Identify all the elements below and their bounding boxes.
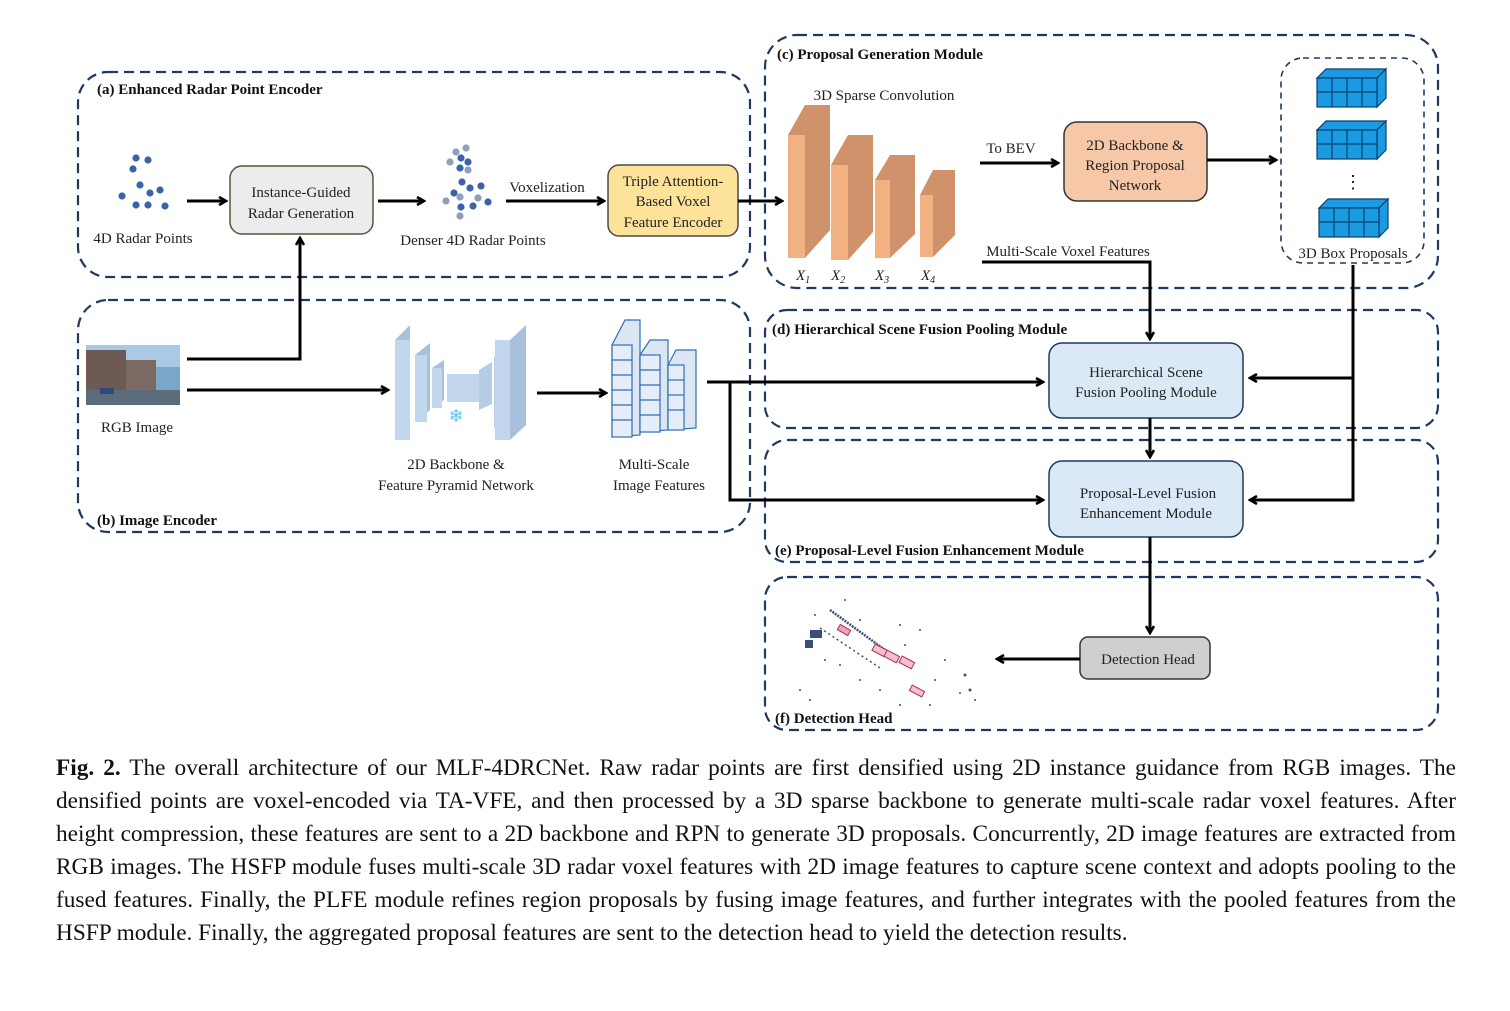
radar-points-icon	[118, 154, 169, 210]
section-d-container	[763, 308, 1440, 430]
architecture-diagram: (a) Enhanced Radar Point Encoder (b) Ima…	[76, 33, 1440, 732]
section-c-container	[763, 33, 1440, 290]
box-proposal-cubes	[1315, 67, 1390, 239]
detection-results-pointcloud	[799, 599, 976, 706]
backbone-label-2: Feature Pyramid Network	[378, 478, 534, 494]
box-proposals-container	[1280, 57, 1425, 264]
msvf-label: Multi-Scale Voxel Features	[986, 244, 1150, 260]
hsfp-label-2: Fusion Pooling Module	[1075, 385, 1217, 401]
voxelization-label: Voxelization	[509, 180, 585, 196]
image-features-label-1: Multi-Scale	[619, 457, 690, 473]
caption-text: The overall architecture of our MLF-4DRC…	[56, 755, 1456, 946]
section-d-title: (d) Hierarchical Scene Fusion Pooling Mo…	[772, 322, 1067, 338]
image-features-label-2: Image Features	[613, 478, 705, 494]
hsfp-box	[1048, 342, 1244, 419]
arrow-features-to-plfe	[728, 382, 1043, 500]
rpn-label-1: 2D Backbone &	[1086, 138, 1184, 154]
arrow-proposals-to-plfe	[1250, 378, 1355, 500]
rgb-image-label: RGB Image	[101, 420, 173, 436]
arrow-msvf-to-hsfp	[982, 260, 1150, 339]
sparse-conv-label: 3D Sparse Convolution	[814, 88, 955, 104]
multiscale-image-features-icon	[611, 319, 697, 438]
x4-label: X4	[920, 268, 935, 286]
section-f-container	[763, 575, 1440, 732]
arrow-proposals-to-hsfp	[1250, 265, 1355, 378]
to-bev-label: To BEV	[986, 141, 1036, 157]
tavfe-label-1: Triple Attention-	[623, 174, 724, 190]
x1-label: X1	[795, 268, 810, 286]
section-b-container	[76, 298, 752, 534]
x2-label: X2	[830, 268, 845, 286]
snowflake-frozen-icon: ❄	[448, 406, 463, 426]
igrg-label-2: Radar Generation	[248, 206, 355, 222]
figure-number: Fig. 2.	[56, 755, 121, 781]
detection-head-label: Detection Head	[1101, 652, 1195, 668]
section-a-title: (a) Enhanced Radar Point Encoder	[97, 82, 323, 98]
fpn-backbone-icon: ❄	[395, 325, 526, 440]
connector-rgb-to-igrg	[187, 238, 300, 361]
plfe-label-1: Proposal-Level Fusion	[1080, 486, 1217, 502]
section-a-container	[76, 70, 752, 279]
section-e-title: (e) Proposal-Level Fusion Enhancement Mo…	[775, 543, 1084, 559]
plfe-label-2: Enhancement Module	[1080, 506, 1212, 522]
sparse-conv-blocks	[788, 105, 955, 260]
hsfp-label-1: Hierarchical Scene	[1089, 365, 1203, 381]
rpn-label-3: Network	[1109, 178, 1162, 194]
rpn-label-2: Region Proposal	[1085, 158, 1185, 174]
radar-points-label: 4D Radar Points	[93, 231, 192, 247]
tavfe-label-3: Feature Encoder	[624, 215, 723, 231]
box-proposals-label: 3D Box Proposals	[1298, 246, 1407, 262]
proposals-ellipsis: ⋮	[1344, 172, 1362, 192]
plfe-box	[1048, 460, 1244, 538]
rgb-image-thumbnail	[86, 345, 180, 405]
section-c-title: (c) Proposal Generation Module	[777, 47, 983, 63]
backbone-label-1: 2D Backbone &	[407, 457, 505, 473]
tavfe-label-2: Based Voxel	[636, 194, 711, 210]
x3-label: X3	[874, 268, 889, 286]
figure-caption: Fig. 2. The overall architecture of our …	[56, 752, 1456, 950]
denser-radar-points-icon	[442, 144, 492, 220]
denser-radar-points-label: Denser 4D Radar Points	[400, 233, 546, 249]
igrg-box	[229, 165, 374, 235]
section-b-title: (b) Image Encoder	[97, 513, 217, 529]
igrg-label-1: Instance-Guided	[251, 185, 351, 201]
section-f-title: (f) Detection Head	[775, 711, 893, 727]
